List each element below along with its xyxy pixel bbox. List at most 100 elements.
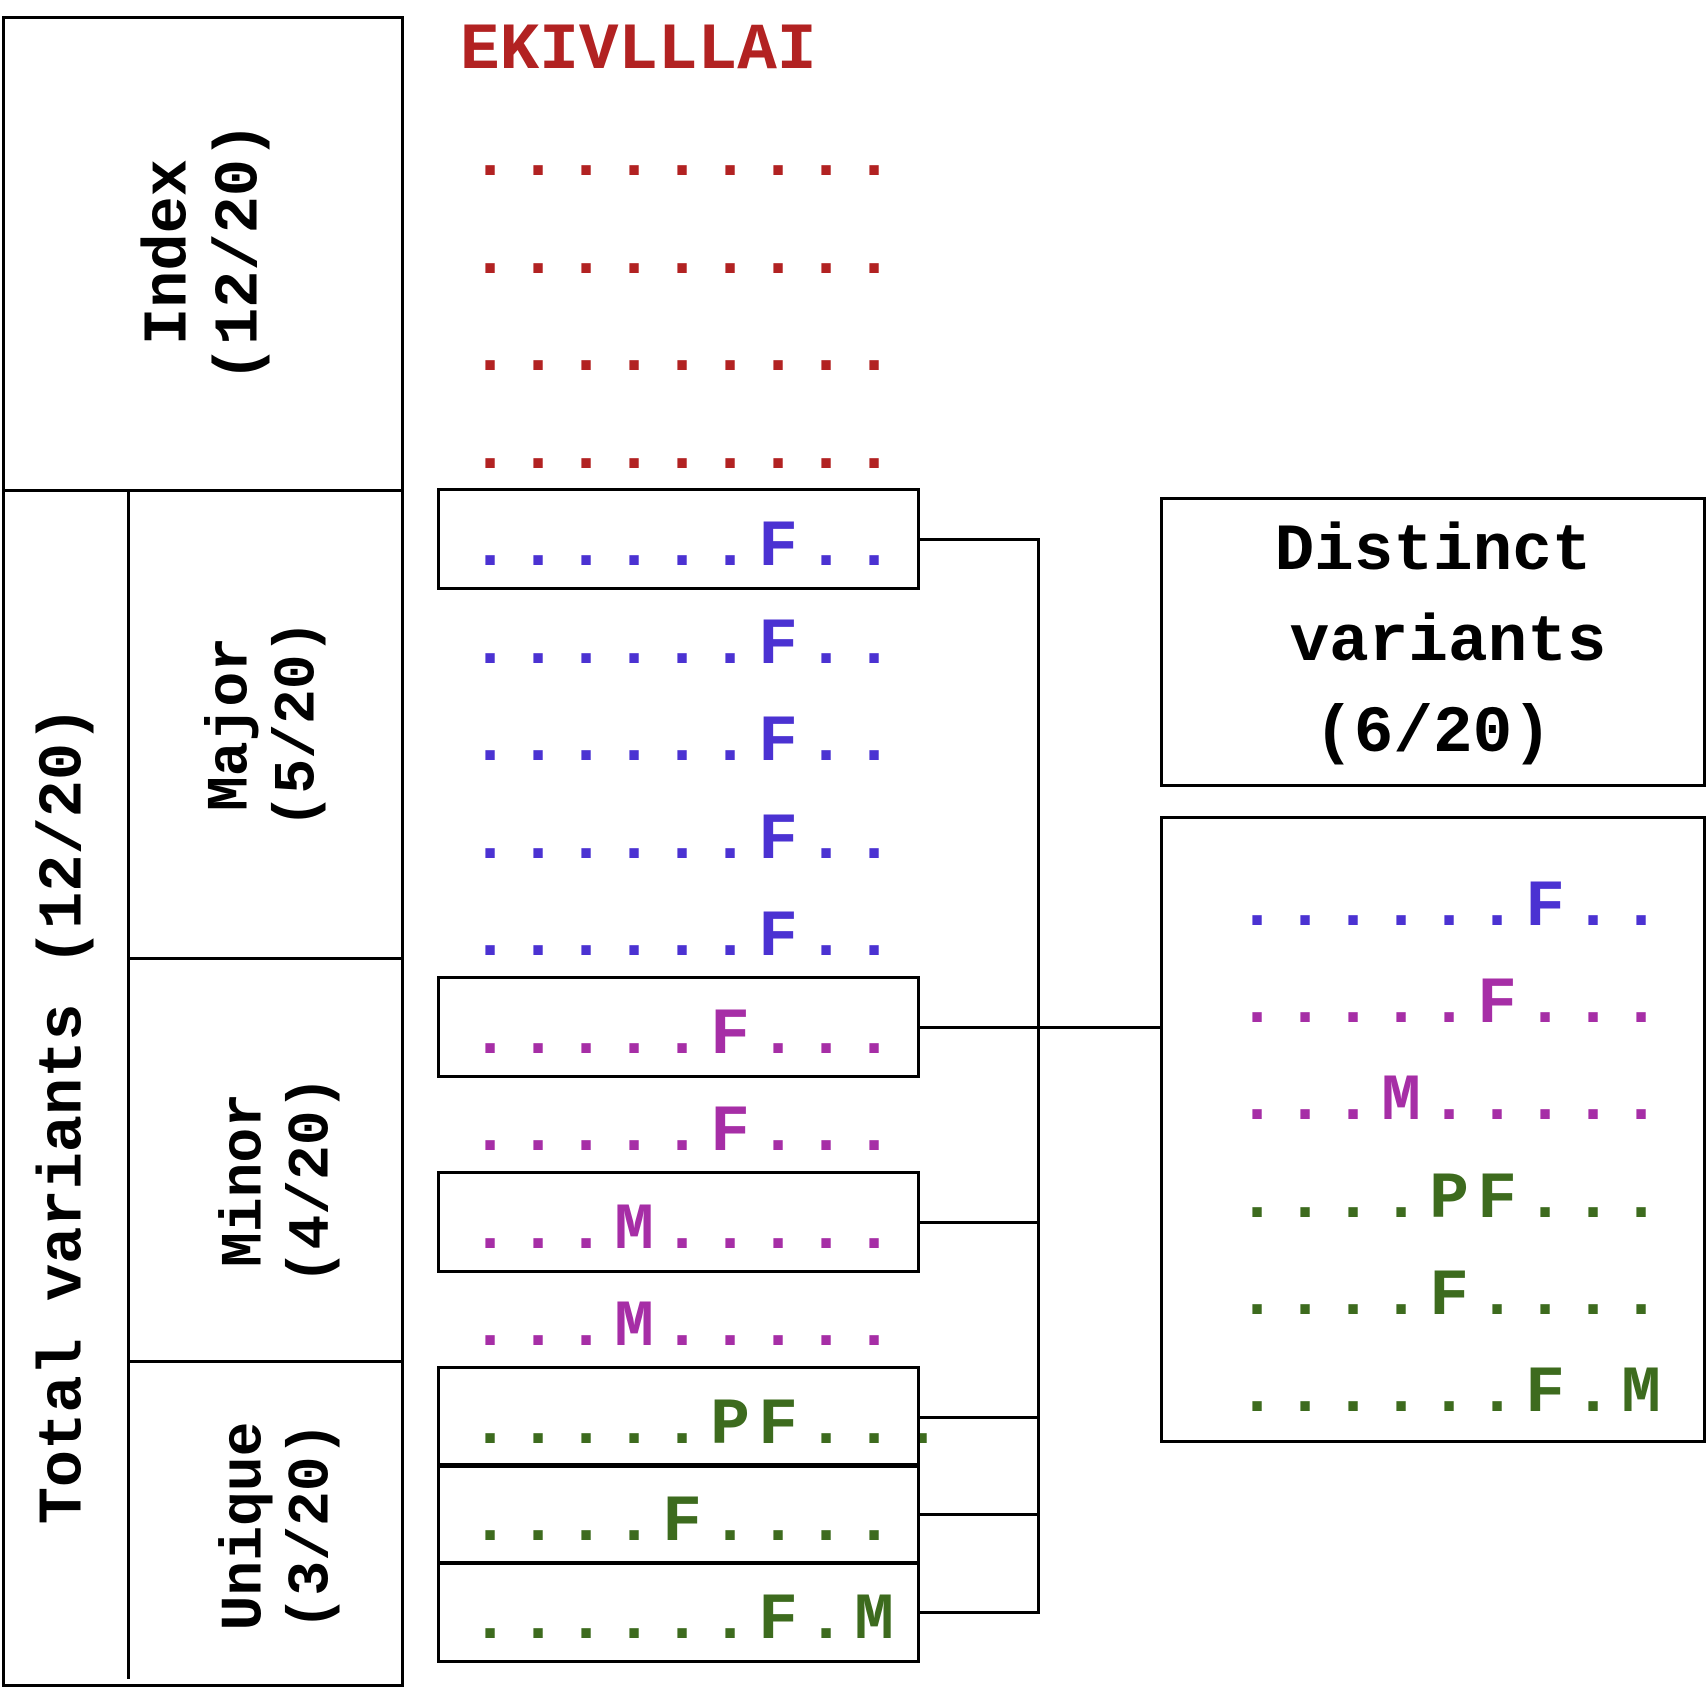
residue-match-dot: . (614, 1485, 654, 1560)
residue-match-dot: . (854, 510, 894, 585)
residue-match-dot: . (854, 217, 894, 293)
residue-match-dot: . (662, 997, 702, 1073)
distinct-variants-title-box (1160, 497, 1706, 787)
residue-match-dot: . (854, 900, 894, 975)
residue-match-dot: . (662, 120, 702, 195)
residue-match-dot: . (470, 607, 510, 683)
residue-match-dot: . (1237, 1161, 1277, 1237)
residue-match-dot: . (614, 1387, 654, 1463)
residue-match-dot: . (1525, 1161, 1565, 1237)
distinct-variants-list-box (1160, 816, 1706, 1443)
residue-match-dot: . (518, 1387, 558, 1463)
residue-match-dot: . (758, 1485, 798, 1560)
residue-match-dot: . (1333, 1258, 1373, 1334)
residue-match-dot: . (806, 802, 846, 878)
major-label: Major (5/20) (199, 620, 332, 829)
residue-match-dot: . (518, 412, 558, 488)
residue-match-dot: . (614, 607, 654, 683)
minor-unique-divider (127, 1360, 404, 1363)
residue-variant: F (1429, 1258, 1469, 1334)
residue-match-dot: . (662, 315, 702, 390)
highlighted-variant-box (437, 488, 920, 590)
residue-match-dot: . (1333, 870, 1373, 945)
residue-match-dot: . (566, 412, 606, 488)
residue-match-dot: . (1621, 1258, 1661, 1334)
residue-match-dot: . (518, 607, 558, 683)
residue-match-dot: . (470, 900, 510, 975)
residue-match-dot: . (614, 900, 654, 975)
residue-match-dot: . (566, 997, 606, 1073)
reference-sequence: EKIVLLLAI (460, 13, 817, 88)
residue-match-dot: . (1525, 1064, 1565, 1140)
residue-match-dot: . (806, 607, 846, 683)
residue-match-dot: . (854, 315, 894, 390)
residue-match-dot: . (470, 1387, 510, 1463)
residue-match-dot: . (1525, 967, 1565, 1043)
residue-match-dot: . (806, 315, 846, 390)
residue-match-dot: . (662, 1387, 702, 1463)
minor-label-count: (4/20) (280, 1075, 345, 1285)
connector-horizontal (917, 1221, 1040, 1224)
residue-match-dot: . (470, 1582, 510, 1658)
residue-match-dot: . (470, 412, 510, 488)
highlighted-variant-box (437, 1560, 920, 1663)
residue-match-dot: . (662, 1290, 702, 1365)
residue-match-dot: . (806, 1387, 846, 1463)
residue-match-dot: . (806, 510, 846, 585)
residue-match-dot: . (470, 1095, 510, 1170)
residue-match-dot: . (758, 1290, 798, 1365)
residue-match-dot: . (1381, 870, 1421, 945)
highlighted-variant-box (437, 1463, 920, 1565)
residue-match-dot: . (566, 1582, 606, 1658)
residue-match-dot: . (854, 802, 894, 878)
residue-match-dot: . (854, 1192, 894, 1268)
residue-match-dot: . (566, 120, 606, 195)
residue-match-dot: . (758, 997, 798, 1073)
residue-match-dot: . (1621, 1064, 1661, 1140)
residue-match-dot: . (1285, 967, 1325, 1043)
highlighted-variant-box (437, 1365, 920, 1468)
residue-match-dot: . (710, 1290, 750, 1365)
residue-match-dot: . (518, 997, 558, 1073)
residue-variant: F (758, 900, 798, 975)
residue-match-dot: . (614, 1095, 654, 1170)
residue-variant: M (1621, 1356, 1661, 1431)
residue-match-dot: . (518, 1582, 558, 1658)
residue-match-dot: . (518, 120, 558, 195)
residue-match-dot: . (854, 412, 894, 488)
connector-horizontal (917, 1416, 1040, 1419)
residue-match-dot: . (662, 1192, 702, 1268)
residue-match-dot: . (1381, 1161, 1421, 1237)
residue-match-dot: . (1477, 870, 1517, 945)
residue-match-dot: . (518, 315, 558, 390)
residue-match-dot: . (614, 1582, 654, 1658)
residue-match-dot: . (518, 705, 558, 780)
residue-match-dot: . (662, 705, 702, 780)
major-label-count: (5/20) (266, 619, 331, 829)
residue-match-dot: . (662, 217, 702, 293)
residue-match-dot: . (1237, 1064, 1277, 1140)
residue-match-dot: . (854, 607, 894, 683)
residue-match-dot: . (518, 1095, 558, 1170)
residue-match-dot: . (1573, 1064, 1613, 1140)
residue-variant: P (710, 1387, 750, 1463)
residue-variant: M (614, 1192, 654, 1268)
residue-match-dot: . (518, 217, 558, 293)
residue-match-dot: . (854, 997, 894, 1073)
residue-variant: P (1429, 1161, 1469, 1237)
residue-match-dot: . (710, 315, 750, 390)
residue-match-dot: . (1573, 1161, 1613, 1237)
residue-match-dot: . (566, 1485, 606, 1560)
residue-match-dot: . (806, 705, 846, 780)
total-variants-divider (127, 489, 130, 1679)
residue-match-dot: . (518, 1290, 558, 1365)
residue-match-dot: . (470, 510, 510, 585)
residue-match-dot: . (854, 1387, 894, 1463)
residue-match-dot: . (710, 1582, 750, 1658)
residue-match-dot: . (566, 1387, 606, 1463)
highlighted-variant-box (437, 975, 920, 1078)
residue-match-dot: . (1429, 1356, 1469, 1431)
residue-match-dot: . (662, 607, 702, 683)
residue-match-dot: . (470, 1192, 510, 1268)
